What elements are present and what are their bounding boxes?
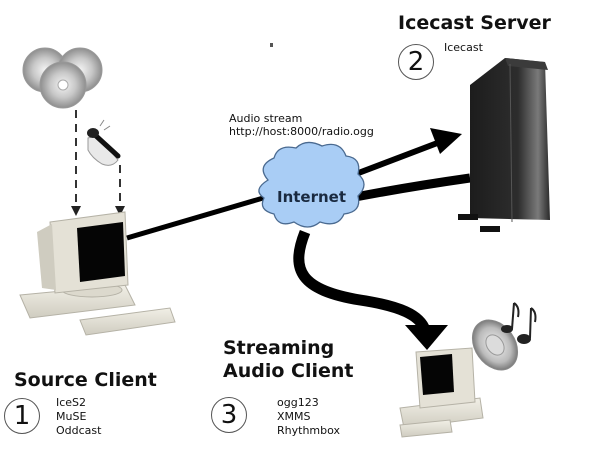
client-computer-icon xyxy=(399,347,484,438)
server-tower-icon xyxy=(458,58,550,232)
stray-dot xyxy=(270,43,273,47)
input-arrows xyxy=(71,110,125,216)
internet-to-client-arrow xyxy=(293,229,431,333)
source-client-title: Source Client xyxy=(14,369,157,391)
software-item: Oddcast xyxy=(56,424,102,437)
source-computer-icon xyxy=(19,211,176,336)
cd-stack-icon xyxy=(22,47,103,109)
streaming-client-title-line1: Streaming xyxy=(223,337,335,359)
software-item: ogg123 xyxy=(277,396,319,409)
software-item: XMMS xyxy=(277,410,311,423)
internet-label: Internet xyxy=(277,188,347,206)
internet-cloud xyxy=(258,141,365,228)
streaming-client-title-line2: Audio Client xyxy=(223,360,354,382)
software-item: IceS2 xyxy=(56,396,87,409)
step-number-2: 2 xyxy=(398,44,434,80)
source-client-software-list: IceS2 MuSE Oddcast xyxy=(56,396,101,438)
server-software-icecast: Icecast xyxy=(444,41,483,54)
source-to-internet-line xyxy=(126,193,271,241)
step-number-3: 3 xyxy=(211,397,247,433)
software-item: MuSE xyxy=(56,410,87,423)
step-number-1: 1 xyxy=(4,398,40,434)
stream-url: http://host:8000/radio.ogg xyxy=(229,125,374,138)
audio-stream-label: Audio stream xyxy=(229,112,303,125)
streaming-client-software-list: ogg123 XMMS Rhythmbox xyxy=(277,396,340,438)
music-notes-icon xyxy=(501,302,537,344)
microphone-icon xyxy=(87,119,121,166)
icecast-server-title: Icecast Server xyxy=(398,12,551,34)
software-item: Rhythmbox xyxy=(277,424,341,437)
